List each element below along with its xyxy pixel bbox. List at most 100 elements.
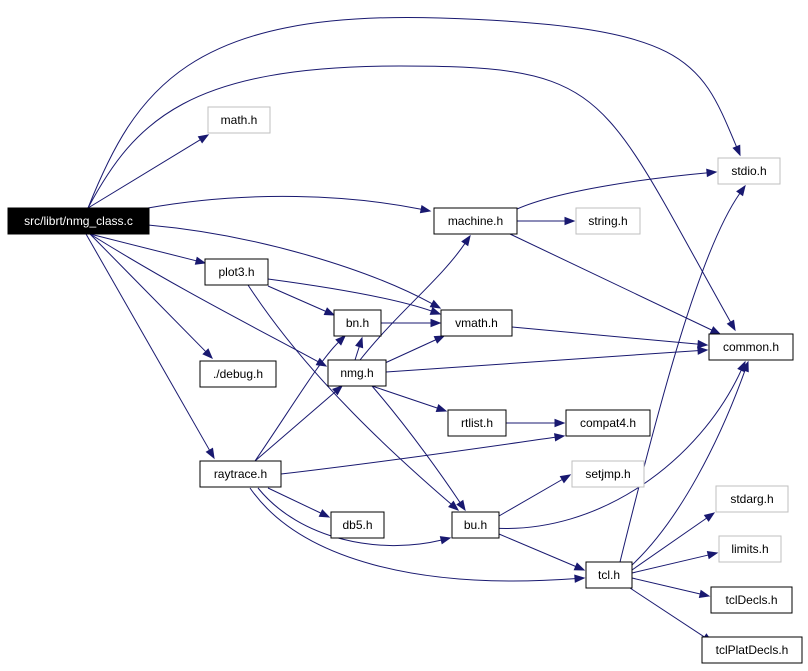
node-box xyxy=(327,359,387,387)
edge-bu-to-common xyxy=(491,360,746,529)
node-common[interactable]: common.h xyxy=(708,333,794,361)
edge-nmg-to-machine xyxy=(359,234,471,361)
node-label: db5.h xyxy=(342,518,372,532)
edge-line xyxy=(254,391,336,462)
arrowhead-icon xyxy=(448,500,460,511)
edge-line xyxy=(631,554,709,574)
node-bn[interactable]: bn.h xyxy=(333,309,382,337)
edge-bu-to-setjmp xyxy=(498,474,572,517)
node-raytrace[interactable]: raytrace.h xyxy=(199,460,282,488)
arrowhead-icon xyxy=(554,433,566,442)
edge-line xyxy=(509,233,713,331)
node-label: vmath.h xyxy=(455,316,498,330)
edge-line xyxy=(516,172,708,210)
edge-line xyxy=(631,370,746,566)
node-box xyxy=(718,535,782,563)
edge-nmg-to-vmath xyxy=(384,335,446,364)
edge-line xyxy=(247,284,452,505)
arrowhead-icon xyxy=(554,418,566,428)
edge-root-to-math xyxy=(87,134,210,209)
edge-line xyxy=(254,341,339,462)
node-tclPlatDecls[interactable]: tclPlatDecls.h xyxy=(701,636,803,664)
node-box xyxy=(433,207,518,235)
node-label: stdarg.h xyxy=(730,492,773,506)
node-box xyxy=(571,460,645,488)
arrowhead-icon xyxy=(461,234,471,247)
edge-line xyxy=(87,139,201,209)
edge-machine-to-stdio xyxy=(516,168,718,210)
node-vmath[interactable]: vmath.h xyxy=(440,309,513,337)
edge-line xyxy=(89,233,197,262)
arrowhead-icon xyxy=(433,335,446,344)
edge-line xyxy=(371,385,438,409)
node-rtlist[interactable]: rtlist.h xyxy=(447,409,507,437)
edge-line xyxy=(498,479,563,517)
node-bu[interactable]: bu.h xyxy=(451,511,500,539)
edge-line xyxy=(280,436,556,475)
node-box xyxy=(575,207,641,235)
node-label: limits.h xyxy=(731,542,768,556)
node-nmg[interactable]: nmg.h xyxy=(327,359,387,387)
edge-line xyxy=(511,326,699,345)
node-db5[interactable]: db5.h xyxy=(330,511,385,539)
arrowhead-icon xyxy=(703,512,716,522)
node-setjmp: setjmp.h xyxy=(571,460,645,488)
arrowhead-icon xyxy=(318,509,331,518)
edge-line xyxy=(371,385,461,503)
edge-line xyxy=(85,233,210,451)
edge-raytrace-to-nmg xyxy=(254,385,344,462)
arrowhead-icon xyxy=(574,574,586,583)
node-box xyxy=(708,333,794,361)
edge-line xyxy=(267,285,326,312)
arrowhead-icon xyxy=(194,256,207,265)
arrowhead-icon xyxy=(332,385,344,396)
edge-line xyxy=(631,577,701,595)
node-math: math.h xyxy=(207,106,271,134)
arrowhead-icon xyxy=(430,318,442,328)
node-box xyxy=(199,360,277,388)
nodes-layer: src/librt/nmg_class.c math.h stdio.h machin… xyxy=(7,106,803,664)
node-compat4[interactable]: compat4.h xyxy=(565,409,651,437)
arrowhead-icon xyxy=(429,299,442,309)
node-root[interactable]: src/librt/nmg_class.c xyxy=(7,207,150,235)
node-label: tclDecls.h xyxy=(725,593,777,607)
node-label: compat4.h xyxy=(580,416,636,430)
edge-nmg-to-common xyxy=(385,346,709,373)
node-tclDecls[interactable]: tclDecls.h xyxy=(710,586,793,614)
node-box xyxy=(717,157,781,185)
node-box xyxy=(199,460,282,488)
arrowhead-icon xyxy=(435,403,448,412)
edge-line xyxy=(267,487,322,514)
node-box xyxy=(710,586,793,614)
edge-plot3-to-bn xyxy=(267,285,336,316)
node-stdarg: stdarg.h xyxy=(715,485,789,513)
node-label: stdio.h xyxy=(731,164,766,178)
edge-machine-to-string xyxy=(517,216,576,226)
edge-line xyxy=(385,350,699,373)
arrowhead-icon xyxy=(439,536,452,545)
arrowhead-icon xyxy=(456,499,466,512)
arrowhead-icon xyxy=(559,474,572,484)
node-box xyxy=(715,485,789,513)
edge-vmath-to-common xyxy=(511,326,709,349)
node-label: tcl.h xyxy=(598,568,620,582)
edge-raytrace-to-bn xyxy=(254,335,346,462)
node-debug[interactable]: ./debug.h xyxy=(199,360,277,388)
edge-root-to-stdio xyxy=(87,16,741,209)
node-box xyxy=(565,409,651,437)
edge-plot3-to-vmath xyxy=(267,278,442,315)
arrowhead-icon xyxy=(698,589,711,598)
edge-root-to-machine xyxy=(147,195,432,214)
node-label: nmg.h xyxy=(340,366,373,380)
edge-line xyxy=(147,224,433,305)
arrowhead-icon xyxy=(726,319,736,332)
edge-line xyxy=(87,16,737,209)
node-label: bu.h xyxy=(464,518,487,532)
edge-line xyxy=(257,487,442,547)
node-tcl[interactable]: tcl.h xyxy=(585,561,633,589)
arrowhead-icon xyxy=(573,562,586,571)
edge-line xyxy=(267,278,432,312)
node-plot3[interactable]: plot3.h xyxy=(204,258,269,286)
node-box xyxy=(447,409,507,437)
node-machine[interactable]: machine.h xyxy=(433,207,518,235)
